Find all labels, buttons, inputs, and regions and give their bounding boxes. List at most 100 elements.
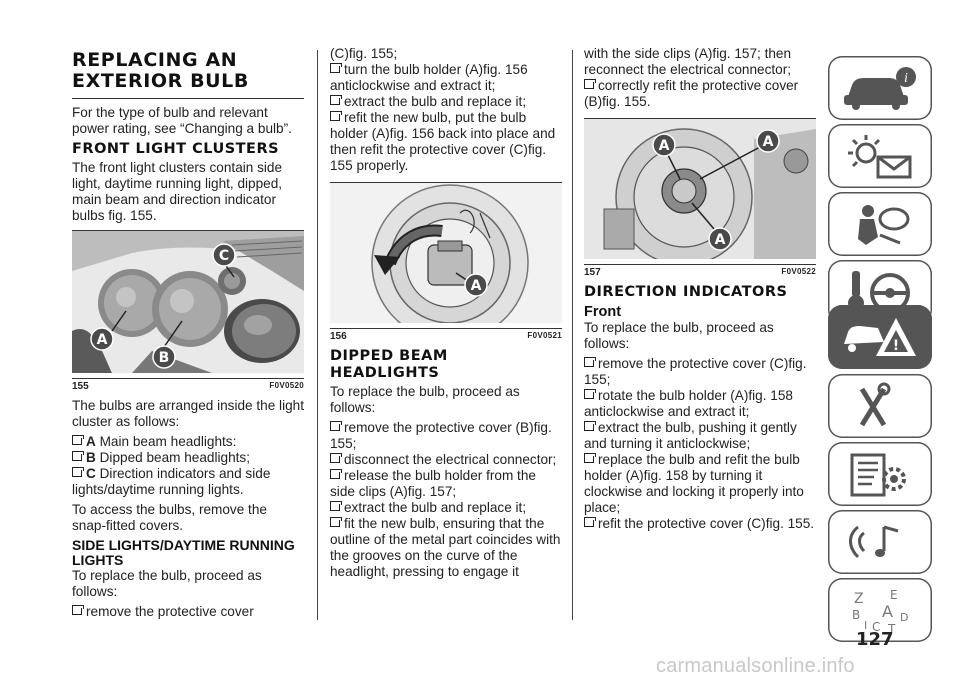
bullet-icon: [72, 605, 84, 615]
access-text: To access the bulbs, remove the snap-fit…: [72, 502, 267, 533]
step-text: replace the bulb and refit the bulb hold…: [584, 452, 804, 515]
warning-lights-icon: [848, 135, 912, 179]
step-text: refit the protective cover (C)fig. 155.: [598, 516, 815, 531]
callout-a: A: [471, 278, 482, 294]
callout-a: A: [715, 232, 726, 248]
index-letter: A: [882, 602, 893, 621]
figure-number: 156: [330, 331, 347, 342]
step-text: extract the bulb and replace it;: [344, 94, 527, 109]
arrangement-text: The bulbs are arranged inside the light …: [72, 398, 304, 429]
step-text: fit the new bulb, ensuring that the outl…: [330, 516, 561, 579]
callout-a: A: [763, 134, 774, 150]
heading-line: DIPPED BEAM: [330, 348, 448, 364]
index-letter: D: [900, 611, 908, 624]
tab-safety[interactable]: [828, 192, 932, 256]
figure-caption: 157 F0V0522: [584, 267, 816, 278]
tab-car-info[interactable]: i: [828, 56, 932, 120]
bulb-text: Dipped beam headlights;: [99, 450, 250, 465]
step-text: extract the bulb, pushing it gently and …: [584, 420, 797, 451]
tab-multimedia[interactable]: [828, 510, 932, 574]
index-letter: T: [887, 622, 896, 635]
side-clips-illustration: A A A: [584, 119, 816, 266]
bulb-text: Direction indicators and side lights/day…: [72, 466, 271, 497]
figure-156: A: [330, 182, 562, 342]
car-info-icon: i: [844, 67, 916, 110]
tab-warning-lights[interactable]: [828, 124, 932, 188]
direction-text: To replace the bulb, proceed as follows:: [584, 320, 774, 351]
headlight-cluster-illustration: A B C: [72, 231, 304, 373]
callout-a: A: [97, 332, 108, 348]
callout-b: B: [159, 350, 170, 366]
bullet-icon: [330, 63, 342, 73]
continued-text: (C)fig. 155;: [330, 46, 398, 61]
side-lights-heading: SIDE LIGHTS/DAYTIME RUNNING LIGHTS: [72, 538, 304, 568]
dipped-text: To replace the bulb, proceed as follows:: [330, 384, 520, 415]
bullet-icon: [584, 357, 596, 367]
list-item: B Dipped beam headlights;: [72, 450, 304, 466]
bullet-icon: [330, 95, 342, 105]
bullet-icon: [584, 389, 596, 399]
column-2: (C)fig. 155; turn the bulb holder (A)fig…: [330, 46, 562, 580]
bulb-key: C: [86, 466, 96, 481]
index-letter: I: [864, 619, 867, 632]
column-1: REPLACING AN EXTERIOR BULB For the type …: [72, 50, 304, 620]
bullet-icon: [330, 501, 342, 511]
bullet-icon: [584, 517, 596, 527]
list-item: extract the bulb and replace it;: [330, 94, 562, 110]
direction-indicators-heading: DIRECTION INDICATORS: [584, 284, 788, 300]
list-item: A Main beam headlights:: [72, 434, 304, 450]
figure-number: 157: [584, 267, 601, 278]
list-item: replace the bulb and refit the bulb hold…: [584, 452, 816, 516]
maintenance-icon: [859, 382, 891, 427]
section-title: REPLACING AN EXTERIOR BULB: [72, 50, 304, 99]
airbag-safety-icon: [858, 205, 910, 245]
front-subheading: Front: [584, 304, 622, 320]
column-3: with the side clips (A)fig. 157; then re…: [584, 46, 816, 532]
step-text: rotate the bulb holder (A)fig. 158 antic…: [584, 388, 793, 419]
tab-breakdown[interactable]: !: [828, 305, 932, 369]
bullet-icon: [72, 435, 84, 445]
bulb-key: A: [86, 434, 96, 449]
step-text: remove the protective cover (C)fig. 155;: [584, 356, 807, 387]
step-text: remove the protective cover: [86, 604, 254, 619]
front-clusters-text: The front light clusters contain side li…: [72, 160, 283, 223]
list-item: extract the bulb and replace it;: [330, 500, 562, 516]
column-divider: [317, 50, 318, 620]
svg-text:i: i: [904, 71, 908, 86]
list-item: release the bulb holder from the side cl…: [330, 468, 562, 500]
figure-code: F0V0521: [527, 331, 562, 340]
step-text: release the bulb holder from the side cl…: [330, 468, 536, 499]
tab-maintenance[interactable]: [828, 374, 932, 438]
continued-text: with the side clips (A)fig. 157; then re…: [584, 46, 792, 77]
heading-line: SIDE LIGHTS/DAYTIME RUNNING: [72, 537, 295, 553]
bullet-icon: [584, 79, 596, 89]
list-item: fit the new bulb, ensuring that the outl…: [330, 516, 562, 580]
dipped-beam-heading: DIPPED BEAM HEADLIGHTS: [330, 348, 562, 382]
index-letter: E: [890, 588, 898, 602]
page-number: 127: [856, 629, 894, 650]
list-item: remove the protective cover (C)fig. 155;: [584, 356, 816, 388]
tab-index[interactable]: Z E B A D I C T: [828, 578, 932, 642]
bullet-icon: [72, 467, 84, 477]
heading-line: HEADLIGHTS: [330, 365, 440, 381]
figure-code: F0V0522: [781, 267, 816, 276]
step-text: refit the new bulb, put the bulb holder …: [330, 110, 556, 173]
figure-caption: 155 F0V0520: [72, 381, 304, 392]
heading-line: LIGHTS: [72, 552, 124, 568]
bullet-icon: [584, 453, 596, 463]
bullet-icon: [330, 469, 342, 479]
figure-157: A A A: [584, 118, 816, 266]
bulb-holder-illustration: A: [330, 183, 562, 342]
index-letter: C: [872, 620, 880, 634]
bullet-icon: [330, 111, 342, 121]
intro-text: For the type of bulb and relevant power …: [72, 105, 292, 136]
svg-text:!: !: [893, 338, 899, 354]
bullet-icon: [330, 517, 342, 527]
callout-a: A: [659, 138, 670, 154]
watermark: carmanualsonline.info: [656, 655, 855, 677]
step-text: correctly refit the protective cover (B)…: [584, 78, 799, 109]
figure-155: A B C: [72, 230, 304, 379]
step-text: disconnect the electrical connector;: [344, 452, 557, 467]
tab-technical-data[interactable]: [828, 442, 932, 506]
side-lights-text: To replace the bulb, proceed as follows:: [72, 568, 262, 599]
